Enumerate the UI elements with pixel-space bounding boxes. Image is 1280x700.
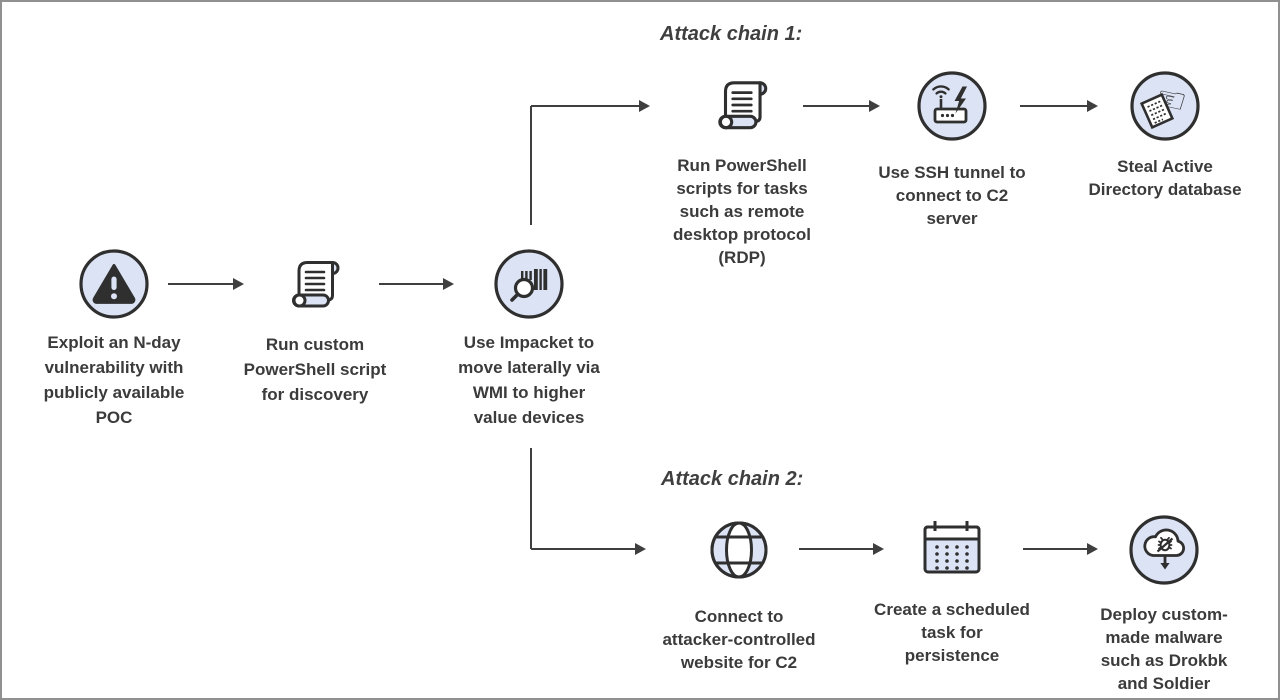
step-label: Use Impacket to move laterally via WMI t… [458, 333, 600, 427]
arrow-chain2-calendar-to-malware [1023, 543, 1098, 555]
node-run-powershell-rdp: Run PowerShell scripts for tasks such as… [660, 72, 824, 269]
router-lightning-icon [916, 70, 988, 142]
arrow-chain2-globe-to-calendar [799, 543, 884, 555]
connector-down-arrow [531, 543, 646, 555]
node-run-custom-powershell: Run custom PowerShell script for discove… [237, 252, 393, 407]
node-ssh-tunnel-c2: Use SSH tunnel to connect to C2 server [873, 70, 1031, 230]
barcode-search-icon [493, 248, 565, 320]
step-label: Run PowerShell scripts for tasks such as… [673, 156, 811, 267]
alert-triangle-icon [78, 248, 150, 320]
globe-icon [708, 519, 770, 581]
arrow-script-to-impacket [379, 278, 454, 290]
node-exploit-nday: Exploit an N-day vulnerability with publ… [34, 248, 194, 430]
arrow-chain1-ssh-to-steal [1020, 100, 1098, 112]
attack-chain-2-title: Attack chain 2: [661, 468, 804, 490]
step-label: Create a scheduled task for persistence [874, 600, 1030, 665]
script-scroll-icon [283, 252, 347, 316]
document-steal-icon: ☜ [1129, 70, 1201, 142]
node-deploy-malware: Deploy custom-made malware such as Drokb… [1089, 514, 1239, 695]
connector-up-arrow [531, 100, 650, 112]
node-impacket-lateral-movement: Use Impacket to move laterally via WMI t… [454, 248, 604, 430]
node-steal-ad-database: ☜ Steal Active Directory database [1083, 70, 1247, 201]
attack-chain-1-title: Attack chain 1: [660, 23, 803, 45]
step-label: Run custom PowerShell script for discove… [243, 335, 387, 404]
step-label: Exploit an N-day vulnerability with publ… [43, 333, 185, 427]
arrow-exploit-to-script [168, 278, 244, 290]
connector-up-vertical [530, 106, 532, 225]
step-label: Use SSH tunnel to connect to C2 server [878, 163, 1026, 228]
step-label: Deploy custom-made malware such as Drokb… [1100, 605, 1228, 693]
calendar-icon [920, 517, 984, 581]
node-attacker-website-c2: Connect to attacker-controlled website f… [660, 519, 818, 674]
script-scroll-icon [709, 72, 775, 138]
step-label: Connect to attacker-controlled website f… [662, 607, 816, 672]
cloud-malware-download-icon [1128, 514, 1200, 586]
node-scheduled-task: Create a scheduled task for persistence [873, 517, 1031, 667]
step-label: Steal Active Directory database [1088, 157, 1242, 199]
arrow-chain1-script-to-ssh [803, 100, 880, 112]
connector-down-vertical [530, 448, 532, 549]
